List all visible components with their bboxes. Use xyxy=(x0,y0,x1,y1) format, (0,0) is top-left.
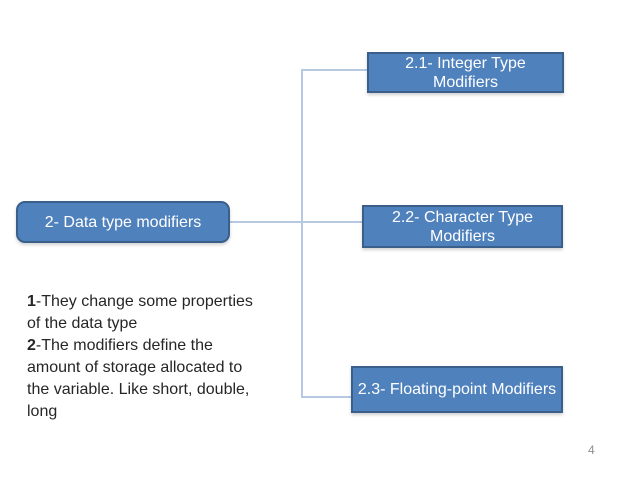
connector-vertical-line xyxy=(301,69,303,398)
notes-item-2-number: 2 xyxy=(27,337,36,354)
page-number: 4 xyxy=(588,443,595,457)
diagram-box-character-type-modifiers: 2.2- Character Type Modifiers xyxy=(362,205,563,248)
notes-item-2: 2-The modifiers define the amount of sto… xyxy=(27,335,259,423)
connector-to-floating-box xyxy=(301,396,351,398)
notes-text-block: 1-They change some properties of the dat… xyxy=(27,291,259,423)
notes-item-1-number: 1 xyxy=(27,293,36,310)
diagram-box-integer-type-modifiers: 2.1- Integer Type Modifiers xyxy=(367,52,564,93)
notes-item-1: 1-They change some properties of the dat… xyxy=(27,291,259,335)
diagram-box-label: 2.1- Integer Type Modifiers xyxy=(405,54,526,91)
connector-root-to-character xyxy=(230,221,362,223)
diagram-box-label: 2.3- Floating-point Modifiers xyxy=(357,381,557,398)
diagram-box-floating-point-modifiers: 2.3- Floating-point Modifiers xyxy=(351,366,563,413)
diagram-box-data-type-modifiers: 2- Data type modifiers xyxy=(16,201,230,243)
diagram-box-label: 2.2- Character Type Modifiers xyxy=(391,208,534,245)
notes-item-2-text: -The modifiers define the amount of stor… xyxy=(27,337,250,420)
connector-to-integer-box xyxy=(301,69,367,71)
diagram-box-label: 2- Data type modifiers xyxy=(44,213,202,231)
notes-item-1-text: -They change some properties of the data… xyxy=(27,293,253,332)
